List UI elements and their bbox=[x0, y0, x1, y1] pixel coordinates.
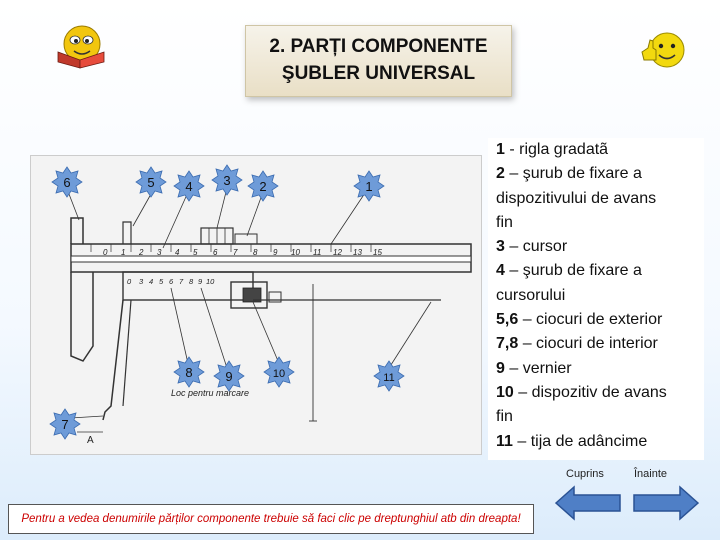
callout-number: 1 bbox=[365, 179, 372, 194]
scale-number: 10 bbox=[291, 248, 300, 257]
scale-number: 5 bbox=[193, 248, 198, 257]
scale-number: 9 bbox=[273, 248, 278, 257]
vernier-number: 10 bbox=[206, 277, 215, 286]
callout-8[interactable]: 8 bbox=[173, 356, 205, 388]
vernier-numbers: 0 3 4 5 6 7 8 9 10 bbox=[127, 277, 215, 286]
desc-line: fin bbox=[496, 408, 513, 426]
scale-number: 3 bbox=[157, 248, 162, 257]
scale-number: 8 bbox=[253, 248, 258, 257]
scale-number: 13 bbox=[353, 248, 362, 257]
beam-ticks bbox=[90, 244, 372, 252]
scale-number: 0 bbox=[103, 248, 108, 257]
lower-fixed-jaw bbox=[70, 272, 94, 362]
parts-description[interactable]: 1 - rigla gradatã 2 – şurub de fixare a … bbox=[488, 138, 704, 460]
desc-line: 2 – şurub de fixare a bbox=[496, 165, 642, 183]
callout-number: 2 bbox=[259, 179, 266, 194]
title-line-2: ŞUBLER UNIVERSAL bbox=[281, 63, 476, 84]
desc-line: 1 - rigla gradatã bbox=[496, 141, 609, 158]
smiley-thumbs-up-icon bbox=[641, 32, 685, 68]
callout-2[interactable]: 2 bbox=[247, 170, 279, 202]
lower-moving-jaw bbox=[102, 299, 124, 421]
vernier-number: 0 bbox=[127, 277, 132, 286]
scale-number: 4 bbox=[175, 248, 180, 257]
caliper-drawing: 0 1 2 3 4 5 6 7 8 9 10 11 12 13 15 0 3 bbox=[49, 164, 472, 446]
scale-number: 6 bbox=[213, 248, 218, 257]
callouts: 6 5 4 3 2 1 8 bbox=[49, 164, 405, 440]
scale-number: 7 bbox=[233, 248, 238, 257]
callout-number: 3 bbox=[223, 173, 230, 188]
desc-line: 3 – cursor bbox=[496, 238, 568, 256]
title-line-1: 2. PARȚI COMPONENTE bbox=[269, 36, 488, 58]
dimension-label: A bbox=[87, 435, 94, 446]
vernier-number: 8 bbox=[189, 277, 194, 286]
desc-line: 7,8 – ciocuri de interior bbox=[496, 335, 658, 353]
callout-10[interactable]: 10 bbox=[263, 356, 295, 388]
fine-adjust-device bbox=[230, 281, 268, 309]
callout-3[interactable]: 3 bbox=[211, 164, 243, 196]
title-banner: 2. PARȚI COMPONENTE ŞUBLER UNIVERSAL bbox=[245, 25, 512, 97]
vernier-number: 3 bbox=[139, 277, 144, 286]
vernier-strip bbox=[70, 255, 472, 263]
callout-6[interactable]: 6 bbox=[51, 166, 83, 198]
vernier-number: 5 bbox=[159, 277, 164, 286]
back-arrow-button[interactable] bbox=[554, 485, 624, 521]
callout-4[interactable]: 4 bbox=[173, 170, 205, 202]
upper-moving-jaw bbox=[122, 221, 132, 244]
desc-line: 9 – vernier bbox=[496, 359, 572, 377]
desc-line: cursorului bbox=[496, 286, 566, 304]
vernier-number: 6 bbox=[169, 277, 174, 286]
caliper-diagram: 0 1 2 3 4 5 6 7 8 9 10 11 12 13 15 0 3 bbox=[30, 155, 482, 455]
beam-numbers: 0 1 2 3 4 5 6 7 8 9 10 11 12 13 15 bbox=[103, 248, 382, 257]
scale-number: 11 bbox=[313, 248, 321, 257]
callout-7[interactable]: 7 bbox=[49, 408, 81, 440]
vernier-number: 4 bbox=[149, 277, 153, 286]
instruction-box: Pentru a vedea denumirile părților compo… bbox=[8, 504, 534, 534]
callout-number: 11 bbox=[383, 372, 394, 384]
fine-adjust-screw bbox=[234, 233, 258, 245]
callout-number: 6 bbox=[63, 175, 70, 190]
back-label: Cuprins bbox=[566, 468, 604, 480]
callout-1[interactable]: 1 bbox=[353, 170, 385, 202]
desc-line: dispozitivului de avans bbox=[496, 189, 657, 207]
callout-number: 10 bbox=[273, 368, 285, 380]
callout-number: 4 bbox=[185, 179, 192, 194]
callout-number: 8 bbox=[185, 365, 192, 380]
callout-number: 5 bbox=[147, 175, 154, 190]
desc-line: 4 – şurub de fixare a bbox=[496, 262, 642, 280]
callout-number: 7 bbox=[61, 417, 68, 432]
scale-number: 15 bbox=[373, 248, 382, 257]
next-label: Înainte bbox=[634, 468, 668, 480]
callout-11[interactable]: 11 bbox=[373, 360, 405, 392]
marking-caption: Loc pentru marcare bbox=[171, 388, 249, 398]
desc-line: fin bbox=[496, 213, 513, 231]
desc-line: 10 – dispozitiv de avans bbox=[496, 383, 667, 401]
scale-number: 2 bbox=[138, 248, 144, 257]
scale-number: 12 bbox=[333, 248, 342, 257]
leader-lines bbox=[68, 187, 432, 419]
instruction-text: Pentru a vedea denumirile părților compo… bbox=[21, 513, 521, 525]
smiley-book-icon bbox=[57, 25, 105, 69]
desc-line: 5,6 – ciocuri de exterior bbox=[496, 311, 663, 329]
callout-5[interactable]: 5 bbox=[135, 166, 167, 198]
callout-9[interactable]: 9 bbox=[213, 360, 245, 392]
vernier-number: 7 bbox=[179, 277, 184, 286]
scale-number: 1 bbox=[121, 248, 125, 257]
next-arrow-button[interactable] bbox=[630, 485, 700, 521]
desc-line: 11 – tija de adâncime bbox=[496, 432, 648, 450]
upper-fixed-jaw bbox=[70, 217, 84, 244]
vernier-number: 9 bbox=[198, 277, 203, 286]
callout-number: 9 bbox=[225, 369, 232, 384]
